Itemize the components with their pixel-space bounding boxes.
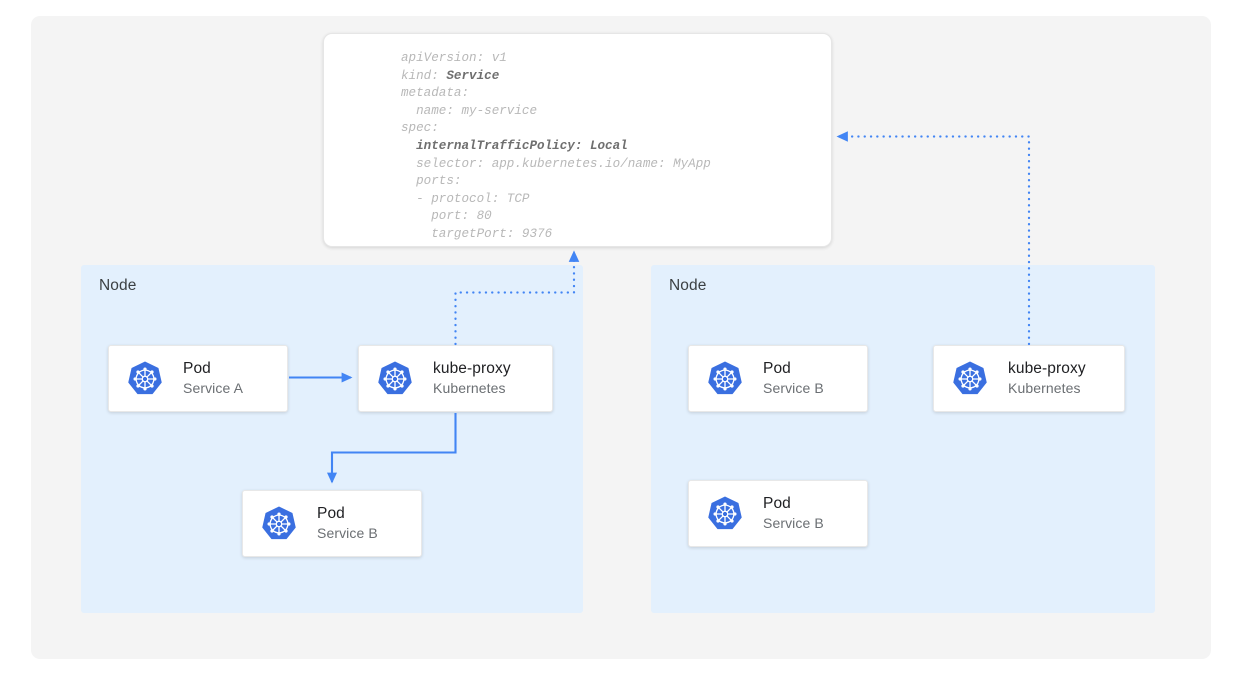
diagram-canvas: apiVersion: v1 kind: Service metadata: nam… <box>31 16 1211 659</box>
kubernetes-icon <box>262 506 296 539</box>
yaml-line: metadata: <box>401 86 470 101</box>
kubernetes-icon <box>378 361 412 394</box>
node-group-left: Node <box>81 265 583 613</box>
card-text: Pod Service B <box>763 359 824 398</box>
kubernetes-icon <box>953 361 987 394</box>
card-title: Pod <box>763 495 791 512</box>
card-title: kube-proxy <box>1008 360 1086 377</box>
yaml-line: name: my-service <box>401 103 538 118</box>
node-label-right: Node <box>669 277 707 294</box>
yaml-line: targetPort: 9376 <box>401 226 553 241</box>
card-text: Pod Service A <box>183 359 243 398</box>
card-subtitle: Service B <box>763 515 824 531</box>
card-text: Pod Service B <box>317 504 378 543</box>
kubernetes-icon <box>708 496 742 529</box>
card-pod-service-b-right-top[interactable]: Pod Service B <box>688 345 868 412</box>
card-pod-service-a[interactable]: Pod Service A <box>108 345 288 412</box>
card-subtitle: Service B <box>763 380 824 396</box>
card-subtitle: Kubernetes <box>433 380 506 396</box>
yaml-line: ports: <box>401 174 462 189</box>
kubernetes-icon <box>128 361 162 394</box>
yaml-line: port: 80 <box>401 209 492 224</box>
yaml-line: kind: Service <box>401 68 500 83</box>
card-pod-service-b-right-bottom[interactable]: Pod Service B <box>688 480 868 547</box>
card-subtitle: Service A <box>183 380 244 396</box>
yaml-line: spec: <box>401 121 439 136</box>
card-kube-proxy-left[interactable]: kube-proxy Kubernetes <box>358 345 553 412</box>
yaml-highlight: internalTrafficPolicy: Local <box>416 138 628 153</box>
yaml-highlight: Service <box>446 68 500 83</box>
card-title: Pod <box>183 360 211 377</box>
card-title: Pod <box>317 505 345 522</box>
node-label-left: Node <box>99 277 137 294</box>
node-group-right: Node <box>651 265 1155 613</box>
card-pod-service-b-left[interactable]: Pod Service B <box>242 490 422 557</box>
service-manifest-text: apiVersion: v1 kind: Service metadata: nam… <box>401 50 711 244</box>
yaml-line: internalTrafficPolicy: Local <box>401 138 711 156</box>
yaml-line: apiVersion: v1 <box>401 51 507 65</box>
card-text: kube-proxy Kubernetes <box>1008 359 1086 398</box>
card-subtitle: Service B <box>317 525 378 541</box>
card-text: kube-proxy Kubernetes <box>433 359 511 398</box>
card-subtitle: Kubernetes <box>1008 380 1081 396</box>
card-text: Pod Service B <box>763 494 824 533</box>
card-title: Pod <box>763 360 791 377</box>
card-kube-proxy-right[interactable]: kube-proxy Kubernetes <box>933 345 1125 412</box>
service-manifest-card: apiVersion: v1 kind: Service metadata: nam… <box>323 33 832 247</box>
yaml-line: - protocol: TCP <box>401 191 530 206</box>
yaml-line: selector: app.kubernetes.io/name: MyApp <box>401 156 711 171</box>
card-title: kube-proxy <box>433 360 511 377</box>
kubernetes-icon <box>708 361 742 394</box>
